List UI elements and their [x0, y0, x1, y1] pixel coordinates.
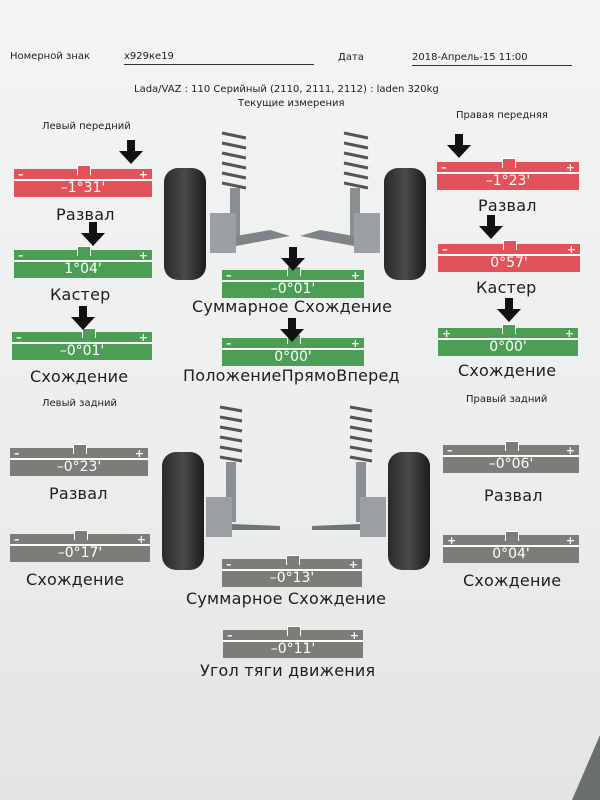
- rear-left-title: Левый задний: [42, 398, 118, 409]
- plate-label: Номерной знак: [10, 51, 91, 62]
- front-total-toe-value: –0°01': [270, 281, 316, 297]
- rear-left-toe-value: –0°17': [57, 545, 103, 561]
- date-label: Дата: [338, 52, 364, 63]
- rear-left-camber-gauge: –+ –0°23': [10, 444, 148, 476]
- straight-ahead-gauge: –+ 0°00': [222, 334, 364, 366]
- date-value: 2018-Апрель-15 11:00: [412, 52, 528, 63]
- date-underline: [412, 65, 572, 66]
- rear-suspension-illustration: [162, 405, 430, 570]
- plate-value: x929ке19: [124, 51, 174, 62]
- front-left-caster-value: 1°04': [64, 261, 102, 277]
- front-left-toe-value: –0°01': [59, 343, 105, 359]
- rear-right-camber-label: Развал: [484, 486, 543, 505]
- thrust-angle-gauge: –+ –0°11': [223, 626, 363, 658]
- rear-total-toe-gauge: –+ –0°13': [222, 555, 362, 587]
- front-right-caster-value: 0°57': [490, 255, 528, 271]
- front-left-caster-label: Кастер: [50, 285, 111, 304]
- rear-right-toe-label: Схождение: [463, 571, 562, 590]
- front-right-caster-gauge: –+ 0°57': [438, 240, 580, 272]
- front-left-toe-label: Схождение: [30, 367, 129, 386]
- front-right-toe-gauge: ++ 0°00': [438, 324, 578, 356]
- front-left-title: Левый передний: [42, 121, 131, 132]
- rear-left-camber-label: Развал: [49, 484, 108, 503]
- front-right-camber-gauge: –+ –1°23': [437, 158, 579, 190]
- rear-left-toe-label: Схождение: [26, 570, 125, 589]
- front-right-caster-label: Кастер: [476, 278, 537, 297]
- thrust-angle-value: –0°11': [270, 641, 316, 657]
- front-left-camber-label: Развал: [56, 205, 115, 224]
- rear-right-camber-value: –0°06': [488, 456, 534, 472]
- rear-left-toe-gauge: –+ –0°17': [10, 530, 150, 562]
- straight-ahead-label: ПоложениеПрямоВперед: [183, 366, 400, 385]
- thrust-angle-label: Угол тяги движения: [200, 661, 376, 680]
- front-left-toe-gauge: –+ –0°01': [12, 328, 152, 360]
- front-right-camber-label: Развал: [478, 196, 537, 215]
- front-left-caster-gauge: –+ 1°04': [14, 246, 152, 278]
- rear-total-toe-label: Суммарное Схождение: [186, 589, 387, 608]
- front-right-camber-value: –1°23': [485, 173, 531, 189]
- straight-ahead-value: 0°00': [274, 349, 312, 365]
- vehicle-info: Lada/VAZ : 110 Серийный (2110, 2111, 211…: [134, 84, 439, 95]
- front-suspension-illustration: [164, 131, 426, 280]
- rear-right-toe-value: 0°04': [492, 546, 530, 562]
- front-right-title: Правая передняя: [456, 110, 548, 121]
- plate-underline: [124, 64, 314, 65]
- front-left-camber-gauge: –+ –1°31': [14, 165, 152, 197]
- rear-right-toe-gauge: ++ 0°04': [443, 531, 579, 563]
- front-right-toe-value: 0°00': [489, 339, 527, 355]
- section-current-measurements: Текущие измерения: [238, 98, 345, 109]
- front-total-toe-gauge: –+ –0°01': [222, 266, 364, 298]
- front-right-toe-label: Схождение: [458, 361, 557, 380]
- rear-total-toe-value: –0°13': [269, 570, 315, 586]
- rear-right-camber-gauge: –+ –0°06': [443, 441, 579, 473]
- front-left-camber-value: –1°31': [60, 180, 106, 196]
- rear-left-camber-value: –0°23': [56, 459, 102, 475]
- front-total-toe-label: Суммарное Схождение: [192, 297, 393, 316]
- rear-right-title: Правый задний: [466, 394, 548, 405]
